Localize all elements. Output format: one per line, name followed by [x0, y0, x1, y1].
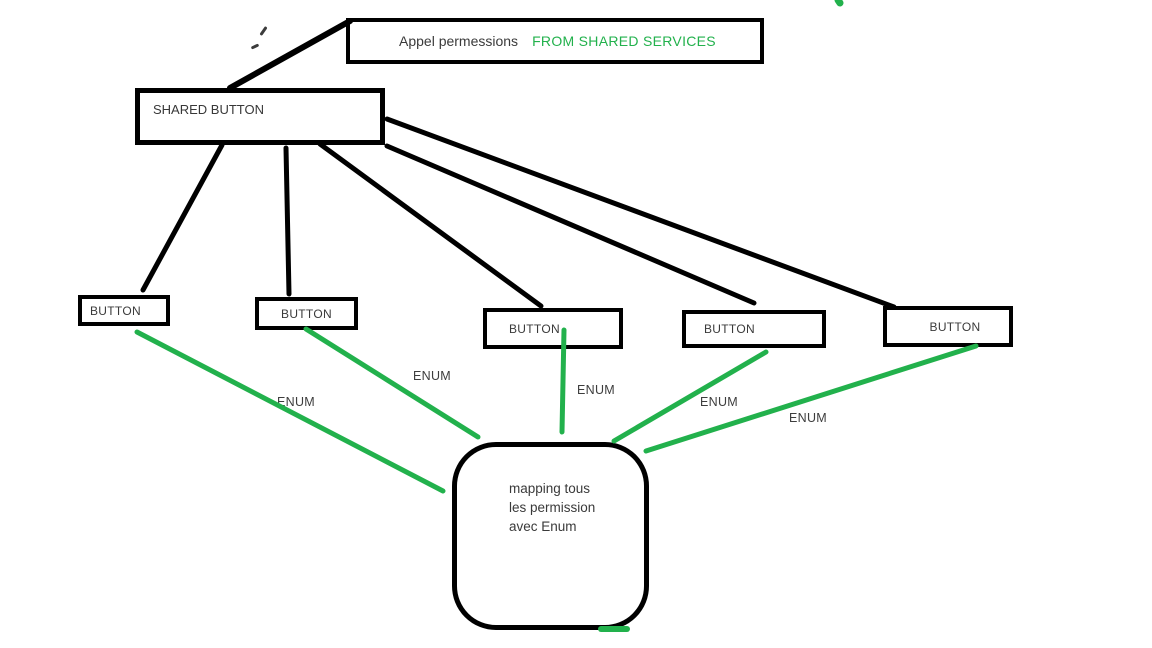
shared-button-label: SHARED BUTTON [153, 102, 264, 117]
stray-pen-mark [250, 43, 260, 50]
edge-enum-button-2-to-mapping [303, 326, 481, 440]
stray-pen-mark [259, 26, 268, 36]
green-dash-top-edge [834, 0, 844, 7]
edge-shared-to-button-2 [283, 145, 292, 297]
node-button-1: BUTTON [78, 295, 170, 326]
node-mapping-enum: mapping tous les permission avec Enum [452, 442, 649, 630]
edge-label-enum-1: ENUM [277, 395, 316, 409]
node-button-2: BUTTON [255, 297, 358, 330]
button-3-label: BUTTON [509, 321, 560, 336]
edge-enum-button-4-to-mapping [611, 349, 769, 444]
edge-enum-button-5-to-mapping [643, 343, 979, 454]
edge-enum-button-1-to-mapping [134, 329, 446, 494]
mapping-label-line-1: mapping tous [509, 481, 591, 496]
edge-label-enum-5: ENUM [789, 411, 828, 425]
button-5-label: BUTTON [929, 319, 981, 334]
mapping-label-line-2: les permission [509, 500, 596, 515]
edge-shared-to-button-3 [317, 141, 544, 309]
edge-label-enum-4: ENUM [700, 395, 739, 409]
button-2-label: BUTTON [281, 306, 332, 321]
edge-label-enum-3: ENUM [577, 383, 616, 397]
edge-shared-to-button-4 [384, 143, 757, 306]
appel-permissions-label: Appel permessions [399, 33, 519, 49]
mapping-label-line-3: avec Enum [509, 519, 577, 534]
edge-label-enum-2: ENUM [413, 369, 452, 383]
edge-shared-to-button-1 [140, 142, 225, 293]
node-button-4: BUTTON [682, 310, 826, 348]
node-appel-permissions: Appel permessions FROM SHARED SERVICES [346, 18, 764, 64]
node-shared-button: SHARED BUTTON [135, 88, 385, 145]
button-1-label: BUTTON [90, 303, 141, 318]
edge-shared-to-button-5 [384, 116, 897, 310]
from-shared-services-label: FROM SHARED SERVICES [532, 33, 716, 49]
button-4-label: BUTTON [704, 322, 755, 336]
edge-shared-to-service [227, 18, 353, 91]
node-button-3: BUTTON [483, 308, 623, 349]
node-button-5: BUTTON [883, 306, 1013, 347]
